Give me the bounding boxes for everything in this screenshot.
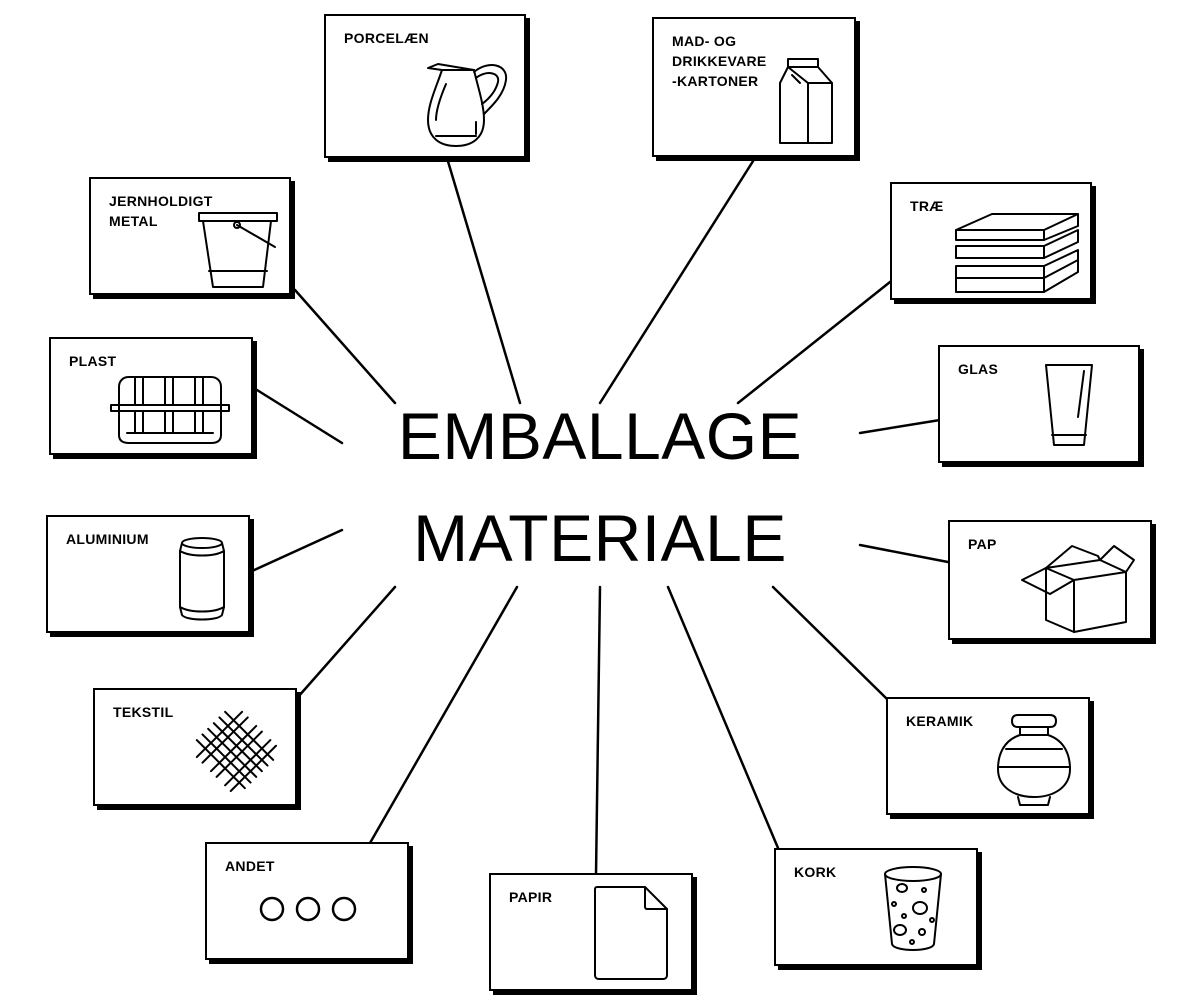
node-label: PLAST: [69, 353, 117, 369]
milk-carton-icon: [779, 58, 833, 144]
node-label: GLAS: [958, 361, 999, 377]
connector-aluminium: [248, 528, 344, 574]
node-andet: ANDET: [205, 842, 409, 960]
connector-trae: [736, 280, 892, 405]
node-label: PAP: [968, 536, 997, 552]
node-label: ALUMINIUM: [66, 531, 149, 547]
node-aluminium: ALUMINIUM: [46, 515, 250, 633]
node-kork: KORK: [774, 848, 978, 966]
can-icon: [179, 537, 225, 621]
connector-tekstil: [296, 585, 397, 699]
node-label: PAPIR: [509, 889, 553, 905]
paper-sheet-icon: [594, 886, 668, 980]
connector-pap: [858, 543, 950, 564]
node-label: TEKSTIL: [113, 704, 174, 720]
node-pap: PAP: [948, 520, 1152, 640]
node-label: MAD- OG DRIKKEVARE -KARTONER: [672, 33, 767, 89]
node-label: TRÆ: [910, 198, 944, 214]
node-keramik: KERAMIK: [886, 697, 1090, 815]
node-papir: PAPIR: [489, 873, 693, 991]
title-line-1: EMBALLAGE: [397, 399, 803, 473]
node-label: ANDET: [225, 858, 275, 874]
connector-andet: [368, 585, 519, 845]
node-plast: PLAST: [49, 337, 253, 455]
node-tekstil: TEKSTIL: [93, 688, 297, 806]
connector-keramik: [771, 585, 890, 702]
connector-kartoner: [598, 156, 757, 405]
node-trae: TRÆ: [890, 182, 1092, 300]
node-porcelaen: PORCELÆN: [324, 14, 526, 158]
connector-jern: [293, 288, 397, 405]
cardboard-box-icon: [1021, 545, 1135, 633]
node-label: PORCELÆN: [344, 30, 429, 46]
connector-papir: [594, 585, 602, 877]
connector-plast: [255, 388, 344, 445]
node-label: KORK: [794, 864, 837, 880]
pitcher-icon: [427, 63, 508, 147]
connector-kork: [666, 585, 780, 850]
title-line-2: MATERIALE: [413, 501, 787, 575]
cork-icon: [884, 866, 942, 951]
connector-porcelaen: [445, 156, 522, 405]
drinking-glass-icon: [1045, 364, 1093, 446]
node-label: KERAMIK: [906, 713, 974, 729]
plastic-container-icon: [110, 376, 230, 444]
three-circles-icon: [259, 896, 357, 922]
ceramic-jar-icon: [997, 714, 1071, 806]
node-label: JERNHOLDIGT METAL: [109, 193, 213, 229]
bucket-icon: [198, 212, 278, 288]
node-kartoner: MAD- OG DRIKKEVARE -KARTONER: [652, 17, 856, 157]
node-glas: GLAS: [938, 345, 1140, 463]
connector-glas: [858, 418, 942, 435]
woven-fabric-icon: [195, 710, 278, 793]
crate-icon: [955, 213, 1079, 293]
node-jern: JERNHOLDIGT METAL: [89, 177, 291, 295]
